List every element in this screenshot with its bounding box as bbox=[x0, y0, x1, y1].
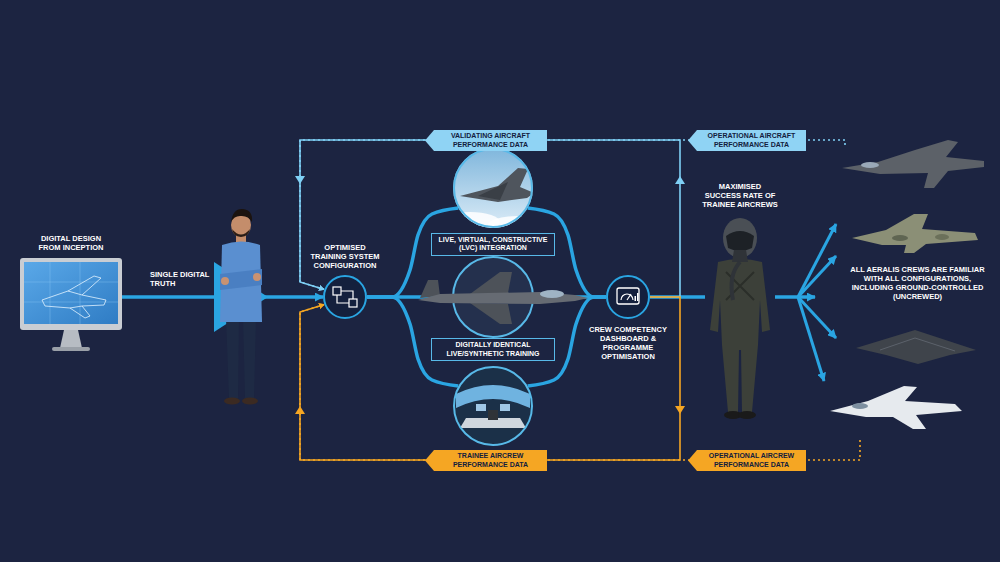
man-shoe bbox=[224, 398, 240, 405]
camouflage-patch bbox=[935, 234, 949, 240]
jet-picture bbox=[460, 168, 534, 202]
lvc-circle: LIVE, VIRTUAL, CONSTRUCTIVE (LVC) INTEGR… bbox=[453, 148, 533, 228]
man-shirt bbox=[220, 242, 262, 323]
circle-outline bbox=[606, 275, 650, 319]
aircraft-wing bbox=[470, 272, 512, 294]
pilot-suit bbox=[710, 259, 770, 412]
circle-fill bbox=[323, 275, 367, 319]
dashboard-icon bbox=[617, 288, 639, 304]
man-hand bbox=[253, 273, 261, 281]
loop-arrow bbox=[675, 406, 685, 414]
node-label: LIVE, VIRTUAL, CONSTRUCTIVE (LVC) INTEGR… bbox=[431, 233, 555, 256]
wireframe-aircraft bbox=[42, 276, 106, 318]
edge-label-holder: VALIDATING AIRCRAFT PERFORMANCE DATA bbox=[425, 130, 547, 151]
config-icon bbox=[337, 291, 353, 303]
edge-label-holder: OPERATIONAL AIRCREW PERFORMANCE DATA bbox=[688, 450, 806, 471]
dashboard-icon bbox=[635, 296, 637, 301]
monitor-node: DIGITAL DESIGN FROM INCEPTION bbox=[20, 258, 122, 352]
node-label: ALL AERALIS CREWS ARE FAMILIAR WITH ALL … bbox=[845, 265, 990, 301]
camouflage-aircraft bbox=[852, 214, 978, 253]
circle-fill bbox=[606, 275, 650, 319]
aircraft-canopy bbox=[852, 403, 868, 409]
data-flow-tag: TRAINEE AIRCREW PERFORMANCE DATA bbox=[425, 450, 547, 471]
pilot-visor bbox=[726, 231, 754, 251]
edge-label-holder: SINGLE DIGITAL TRUTH bbox=[150, 270, 210, 288]
branch-arrow bbox=[798, 224, 836, 297]
node-label: DIGITALLY IDENTICAL LIVE/SYNTHETIC TRAIN… bbox=[431, 338, 555, 361]
simulator-seat bbox=[488, 410, 498, 420]
synthetic-circle: DIGITALLY IDENTICAL LIVE/SYNTHETIC TRAIN… bbox=[453, 366, 533, 446]
man-shoe bbox=[242, 398, 258, 405]
circle-outline bbox=[323, 275, 367, 319]
circle-ring bbox=[454, 367, 532, 445]
uncrewed-aircraft bbox=[880, 338, 955, 351]
data-flow-tag: OPERATIONAL AIRCREW PERFORMANCE DATA bbox=[688, 450, 806, 471]
node-label: MAXIMISED SUCCESS RATE OF TRAINEE AIRCRE… bbox=[700, 182, 780, 209]
fleet-node: ALL AERALIS CREWS ARE FAMILIAR WITH ALL … bbox=[815, 145, 995, 440]
branch-arrow bbox=[798, 297, 824, 381]
node-label: CREW COMPETENCY DASHBOARD & PROGRAMME OP… bbox=[587, 325, 669, 361]
simulator-picture bbox=[453, 366, 533, 446]
flow-connector bbox=[300, 140, 845, 289]
flow-connector bbox=[775, 295, 815, 299]
dashboard-icon bbox=[637, 293, 639, 301]
man-arms bbox=[220, 269, 262, 290]
flow-connector bbox=[300, 305, 860, 460]
flow-label: SINGLE DIGITAL TRUTH bbox=[150, 270, 210, 288]
man-hair bbox=[231, 209, 252, 222]
node-label: DIGITAL DESIGN FROM INCEPTION bbox=[33, 234, 109, 252]
node-label: OPTIMISED TRAINING SYSTEM CONFIGURATION bbox=[307, 243, 383, 270]
config-icon bbox=[349, 299, 357, 307]
monitor-screen bbox=[24, 262, 118, 324]
screen-grid bbox=[24, 262, 118, 324]
data-flow-tag: VALIDATING AIRCRAFT PERFORMANCE DATA bbox=[425, 130, 547, 151]
edge-label-holder: OPERATIONAL AIRCRAFT PERFORMANCE DATA bbox=[688, 130, 806, 151]
aircraft-wing bbox=[470, 303, 512, 324]
monitor-stand bbox=[60, 330, 82, 348]
camouflage-patch bbox=[892, 235, 908, 241]
fighter-aircraft bbox=[842, 140, 984, 188]
pilot-node: MAXIMISED SUCCESS RATE OF TRAINEE AIRCRE… bbox=[705, 215, 775, 420]
loop-arrow bbox=[295, 176, 305, 184]
loop-arrow bbox=[675, 176, 685, 184]
circle-ring bbox=[607, 276, 649, 318]
branch-arrow bbox=[798, 256, 836, 297]
loop-arrow bbox=[295, 406, 305, 414]
uncrewed-aircraft bbox=[856, 330, 976, 364]
jet-picture bbox=[478, 182, 508, 200]
monitor-base bbox=[52, 347, 90, 351]
aircraft-canopy bbox=[540, 290, 564, 298]
man-leg bbox=[226, 318, 239, 398]
circle-ring bbox=[454, 149, 532, 227]
simulator-monitor bbox=[500, 404, 510, 411]
monitor-bezel bbox=[20, 258, 122, 330]
man-beard bbox=[232, 229, 250, 237]
dashboard-icon bbox=[621, 294, 633, 300]
aircraft-canopy bbox=[861, 162, 879, 168]
dashboard-circle: CREW COMPETENCY DASHBOARD & PROGRAMME OP… bbox=[606, 275, 650, 319]
simulator-screen bbox=[456, 385, 530, 408]
white-aircraft bbox=[830, 386, 962, 429]
config-circle: OPTIMISED TRAINING SYSTEM CONFIGURATION bbox=[323, 275, 367, 319]
circle-ring bbox=[324, 276, 366, 318]
circle-outline bbox=[453, 148, 533, 228]
simulator-monitor bbox=[476, 404, 486, 411]
pilot-boot bbox=[738, 411, 756, 419]
data-flow-tag: OPERATIONAL AIRCRAFT PERFORMANCE DATA bbox=[688, 130, 806, 151]
pilot-hose bbox=[732, 262, 740, 300]
circle-outline bbox=[453, 366, 533, 446]
pilot-mask bbox=[732, 250, 748, 262]
config-icon bbox=[333, 287, 341, 295]
man-leg bbox=[243, 318, 256, 398]
edge-label-holder: TRAINEE AIRCREW PERFORMANCE DATA bbox=[425, 450, 547, 471]
man-hand bbox=[221, 277, 229, 285]
